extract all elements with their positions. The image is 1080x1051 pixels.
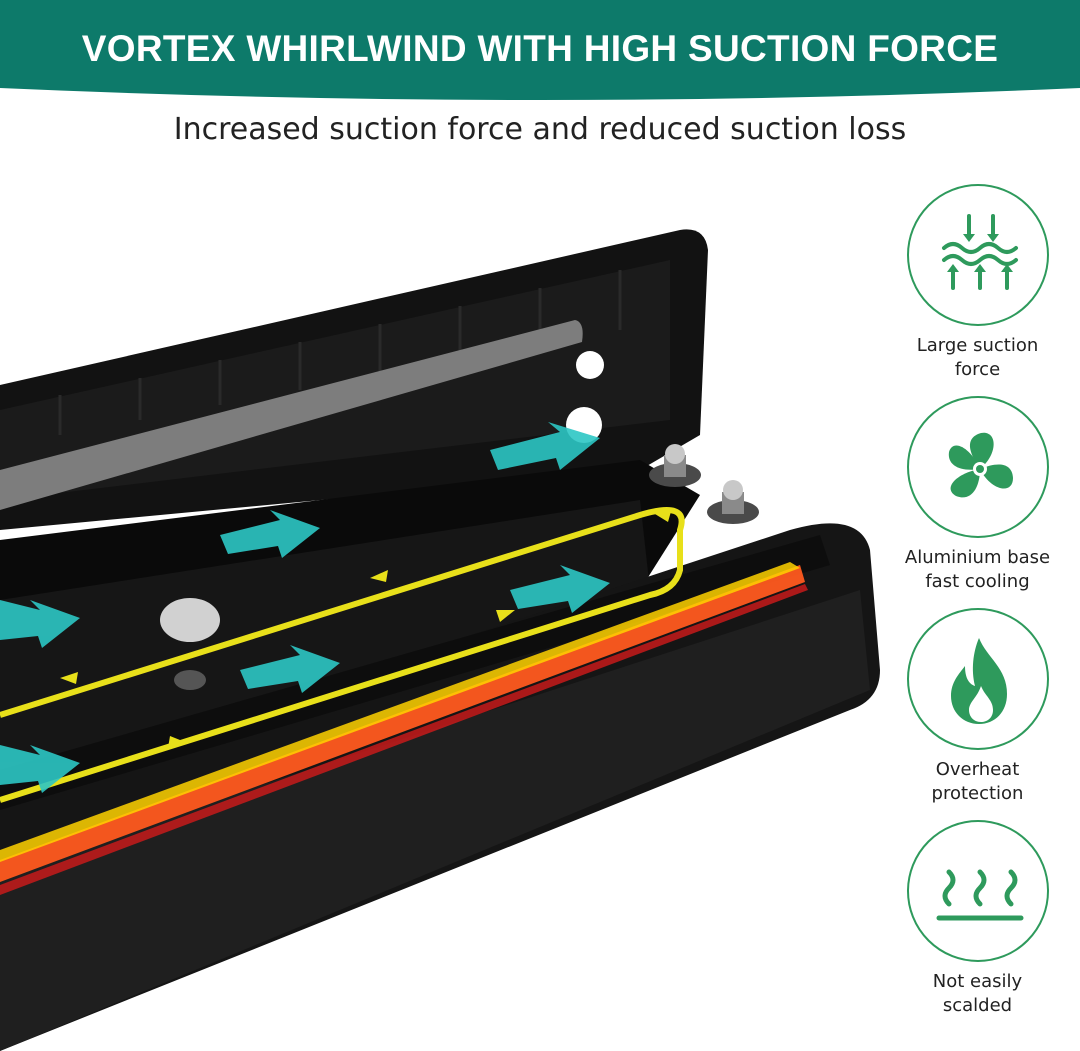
feature-aluminium-base: Aluminium base fast cooling: [895, 396, 1060, 594]
vacuum-sealer-illustration: [0, 229, 880, 1051]
flame-icon: [950, 638, 1007, 724]
feature-label: Large suction force: [916, 335, 1039, 380]
feature-overheat-protection: Overheat protection: [895, 608, 1060, 806]
feature-label: Aluminium base fast cooling: [904, 547, 1051, 592]
feature-icon-circle: [906, 184, 1049, 326]
feature-not-easily-scalded: Not easily scalded: [895, 820, 1060, 1018]
fan-icon: [948, 432, 1013, 498]
feature-label: Overheat protection: [931, 759, 1024, 804]
header-banner: VORTEX WHIRLWIND WITH HIGH SUCTION FORCE: [0, 0, 1080, 110]
page-subtitle: Increased suction force and reduced suct…: [173, 112, 907, 147]
feature-label: Not easily scalded: [932, 971, 1023, 1016]
feature-icon-circle: [906, 608, 1049, 750]
feature-icon-circle: [906, 820, 1049, 962]
suction-waves-icon: [941, 214, 1018, 290]
heat-waves-icon: [936, 869, 1023, 921]
feature-large-suction: Large suction force: [895, 184, 1060, 382]
banner-shape: [0, 0, 1080, 100]
page-title: VORTEX WHIRLWIND WITH HIGH SUCTION FORCE: [81, 28, 999, 69]
feature-icon-circle: [906, 396, 1049, 538]
